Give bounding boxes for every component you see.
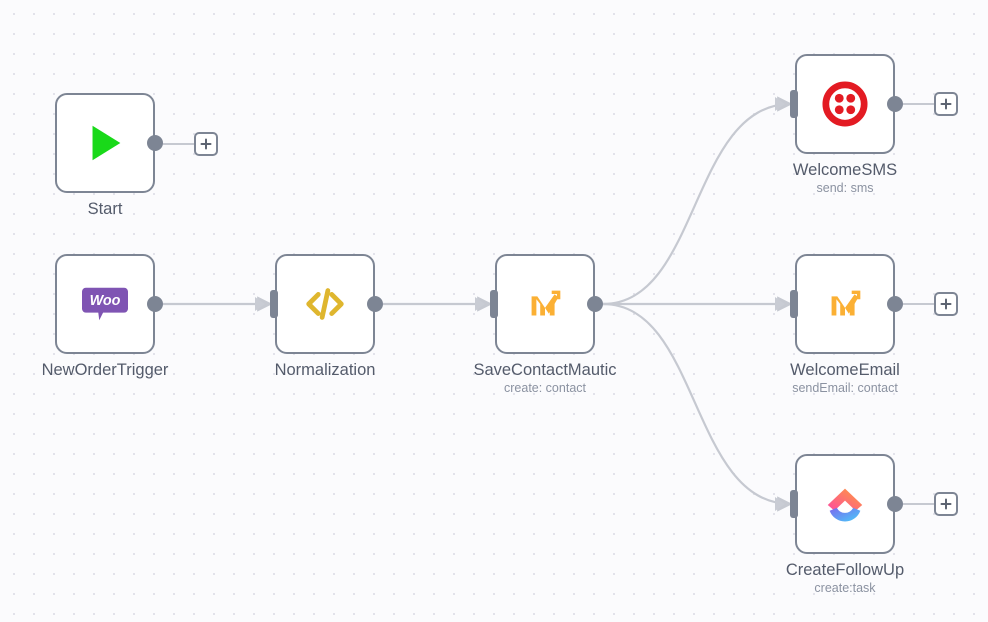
node-title: SaveContactMautic (473, 361, 617, 379)
plus-icon (940, 498, 952, 510)
node-new-order-trigger[interactable]: Woo NewOrderTrigger (42, 254, 168, 379)
node-box-create-follow-up[interactable] (795, 454, 895, 554)
edge[interactable] (602, 96, 793, 306)
node-title: Normalization (274, 361, 376, 379)
input-port-welcome-sms[interactable] (790, 90, 798, 118)
input-arrow-save-contact-mautic (475, 297, 485, 311)
node-title: Start (87, 200, 123, 218)
node-normalization[interactable]: Normalization (255, 254, 383, 379)
svg-text:Woo: Woo (90, 293, 121, 309)
code-icon (306, 288, 344, 320)
node-labels-normalization: Normalization (215, 360, 435, 380)
input-port-create-follow-up[interactable] (790, 490, 798, 518)
node-labels-welcome-sms: WelcomeSMS send: sms (735, 160, 955, 196)
plus-connector-line (163, 143, 194, 145)
node-subtitle: send: sms (816, 181, 874, 195)
plus-connector-line (903, 303, 934, 305)
clickup-icon (827, 488, 863, 522)
node-title: NewOrderTrigger (41, 361, 169, 379)
node-labels-welcome-email: WelcomeEmail sendEmail: contact (735, 360, 955, 396)
node-subtitle: sendEmail: contact (792, 381, 898, 395)
node-create-follow-up[interactable]: CreateFollowUp create:task (775, 454, 904, 595)
node-labels-start: Start (0, 199, 215, 219)
output-port-save-contact-mautic[interactable] (587, 296, 603, 312)
input-arrow-normalization (255, 297, 265, 311)
mautic-icon (531, 290, 561, 316)
node-box-welcome-sms[interactable] (795, 54, 895, 154)
woocommerce-icon: Woo (82, 287, 128, 321)
node-start[interactable]: Start (55, 93, 163, 218)
node-labels-create-follow-up: CreateFollowUp create:task (735, 560, 955, 596)
input-port-normalization[interactable] (270, 290, 278, 318)
node-welcome-email[interactable]: WelcomeEmail sendEmail: contact (775, 254, 903, 395)
node-title: WelcomeSMS (792, 161, 898, 179)
node-subtitle: create: contact (504, 381, 586, 395)
mautic-icon (831, 290, 861, 316)
output-port-welcome-sms[interactable] (887, 96, 903, 112)
node-labels-save-contact-mautic: SaveContactMautic create: contact (435, 360, 655, 396)
plus-icon (940, 298, 952, 310)
node-box-welcome-email[interactable] (795, 254, 895, 354)
input-arrow-welcome-sms (775, 97, 785, 111)
plus-icon (940, 98, 952, 110)
plus-connector-line (903, 103, 934, 105)
add-node-button-create-follow-up[interactable] (934, 492, 958, 516)
edge[interactable] (602, 302, 793, 512)
add-node-button-welcome-sms[interactable] (934, 92, 958, 116)
input-arrow-welcome-email (775, 297, 785, 311)
node-box-normalization[interactable] (275, 254, 375, 354)
plus-icon (200, 138, 212, 150)
input-arrow-create-follow-up (775, 497, 785, 511)
node-box-new-order-trigger[interactable]: Woo (55, 254, 155, 354)
node-labels-new-order-trigger: NewOrderTrigger (0, 360, 215, 380)
add-node-button-start[interactable] (194, 132, 218, 156)
output-port-start[interactable] (147, 135, 163, 151)
add-node-button-welcome-email[interactable] (934, 292, 958, 316)
node-save-contact-mautic[interactable]: SaveContactMautic create: contact (473, 254, 617, 395)
output-port-new-order-trigger[interactable] (147, 296, 163, 312)
twilio-icon (822, 81, 868, 127)
play-icon (92, 125, 121, 161)
output-port-normalization[interactable] (367, 296, 383, 312)
input-port-welcome-email[interactable] (790, 290, 798, 318)
node-title: WelcomeEmail (790, 361, 900, 379)
node-title: CreateFollowUp (785, 561, 905, 579)
output-port-welcome-email[interactable] (887, 296, 903, 312)
output-port-create-follow-up[interactable] (887, 496, 903, 512)
plus-connector-line (903, 503, 934, 505)
node-subtitle: create:task (814, 581, 876, 595)
node-box-start[interactable] (55, 93, 155, 193)
input-port-save-contact-mautic[interactable] (490, 290, 498, 318)
node-box-save-contact-mautic[interactable] (495, 254, 595, 354)
node-welcome-sms[interactable]: WelcomeSMS send: sms (775, 54, 903, 195)
